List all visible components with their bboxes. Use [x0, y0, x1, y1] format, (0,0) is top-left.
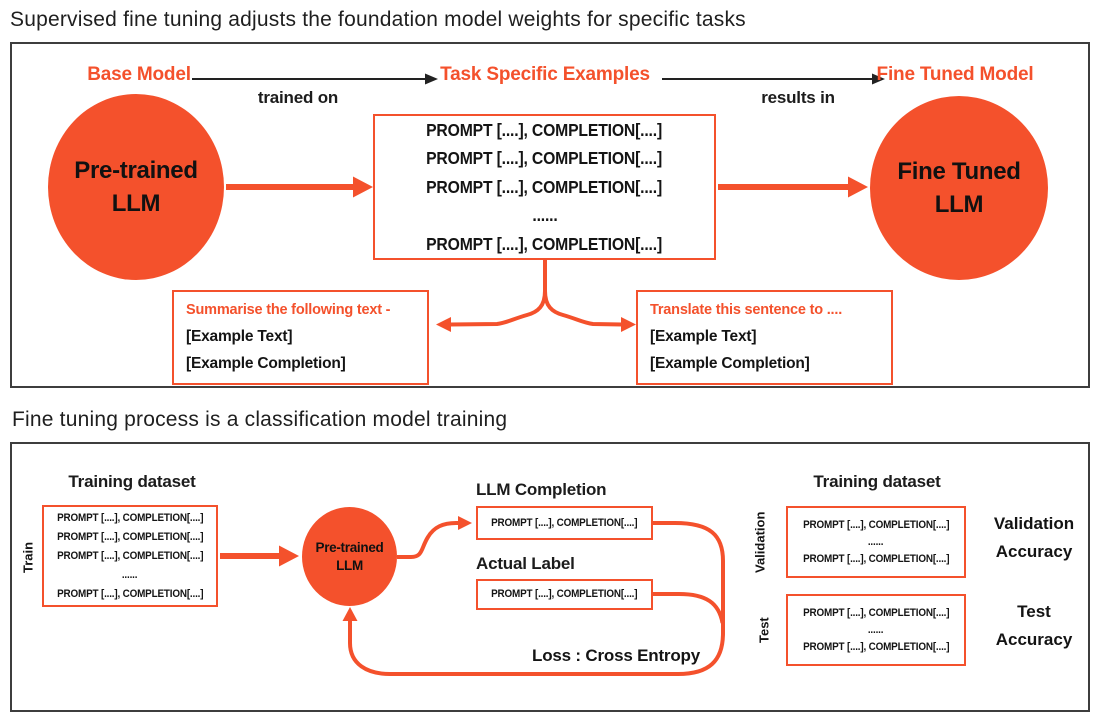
actual-label-join-connector — [653, 592, 725, 624]
example-text-line: [Example Text] — [650, 328, 757, 345]
llm-to-completion-connector — [397, 521, 460, 559]
accuracy-line: Accuracy — [995, 542, 1073, 561]
example-completion-line: [Example Completion] — [186, 355, 346, 372]
test-box: PROMPT [....], COMPLETION[....] ...... P… — [786, 594, 966, 666]
pretrained-llm-circle-small: Pre-trained LLM — [302, 507, 397, 606]
arrowhead-icon — [436, 317, 451, 332]
classification-diagram-panel: Training dataset Train PROMPT [....], CO… — [10, 442, 1090, 712]
prompt-completion-line: PROMPT [....], COMPLETION[....] — [426, 119, 663, 140]
arrowhead-icon — [848, 176, 868, 198]
top-section-title: Supervised fine tuning adjusts the found… — [10, 8, 746, 31]
arrowhead-icon — [458, 516, 472, 530]
pretrained-llm-circle: Pre-trained LLM — [48, 94, 224, 280]
prompt-completion-line: PROMPT [....], COMPLETION[....] — [491, 588, 638, 600]
train-dataset-box: PROMPT [....], COMPLETION[....] PROMPT [… — [42, 505, 218, 607]
prompt-completion-line: PROMPT [....], COMPLETION[....] — [426, 233, 663, 254]
trained-on-label: trained on — [257, 88, 339, 107]
test-accuracy-label: Test Accuracy — [959, 598, 1100, 654]
actual-label-box: PROMPT [....], COMPLETION[....] — [476, 579, 653, 610]
test-side-label: Test — [756, 617, 772, 643]
actual-label-heading: Actual Label — [476, 554, 575, 573]
ellipsis-line: ...... — [868, 536, 884, 548]
prompt-completion-line: PROMPT [....], COMPLETION[....] — [426, 176, 663, 197]
validation-side-label: Validation — [752, 511, 768, 573]
ellipsis-line: ...... — [122, 568, 138, 581]
prompt-completion-line: PROMPT [....], COMPLETION[....] — [56, 549, 204, 562]
prompt-completion-line: PROMPT [....], COMPLETION[....] — [802, 519, 950, 531]
circle-line: Pre-trained — [315, 539, 384, 555]
example-text-line: [Example Text] — [186, 328, 293, 345]
prompt-completion-line: PROMPT [....], COMPLETION[....] — [802, 553, 950, 565]
arrowhead-icon — [621, 317, 636, 332]
circle-line: Fine Tuned — [897, 158, 1021, 185]
summarise-title: Summarise the following text - — [186, 302, 391, 318]
prompt-completion-line: PROMPT [....], COMPLETION[....] — [802, 641, 950, 653]
fine-tuned-llm-circle: Fine Tuned LLM — [870, 96, 1048, 280]
prompt-completion-line: PROMPT [....], COMPLETION[....] — [491, 516, 638, 529]
prompt-completion-line: PROMPT [....], COMPLETION[....] — [426, 148, 663, 169]
arrowhead-icon — [279, 545, 299, 567]
task-specific-examples-label: Task Specific Examples — [440, 64, 650, 85]
prompt-completion-line: PROMPT [....], COMPLETION[....] — [56, 511, 204, 524]
circle-line: LLM — [934, 191, 984, 218]
validation-accuracy-label: Validation Accuracy — [959, 510, 1100, 566]
summarise-example-box: Summarise the following text - [Example … — [172, 290, 429, 385]
split-connector-right — [543, 290, 623, 327]
bottom-section-title: Fine tuning process is a classification … — [12, 408, 508, 431]
accuracy-line: Accuracy — [995, 630, 1073, 649]
example-completion-line: [Example Completion] — [650, 355, 810, 372]
task-examples-box: PROMPT [....], COMPLETION[....] PROMPT [… — [373, 114, 716, 260]
llm-completion-box: PROMPT [....], COMPLETION[....] — [476, 506, 653, 540]
train-side-label: Train — [20, 541, 36, 573]
prompt-completion-line: PROMPT [....], COMPLETION[....] — [802, 607, 950, 619]
base-model-label: Base Model — [87, 64, 191, 85]
llm-completion-heading: LLM Completion — [476, 480, 607, 499]
circle-line: Pre-trained — [74, 157, 198, 184]
prompt-completion-line: PROMPT [....], COMPLETION[....] — [56, 530, 204, 543]
circle-line: LLM — [111, 190, 161, 217]
translate-title: Translate this sentence to .... — [650, 302, 843, 318]
validation-box: PROMPT [....], COMPLETION[....] ...... P… — [786, 506, 966, 578]
accuracy-line: Validation — [993, 514, 1075, 533]
arrowhead-icon — [353, 176, 373, 198]
split-connector-left — [449, 260, 547, 327]
circle-line: LLM — [336, 557, 363, 573]
fine-tuned-model-label: Fine Tuned Model — [876, 64, 1034, 85]
ellipsis-line: ...... — [531, 205, 558, 226]
translate-example-box: Translate this sentence to .... [Example… — [636, 290, 893, 385]
ellipsis-line: ...... — [868, 624, 884, 636]
accuracy-line: Test — [1017, 602, 1051, 621]
loss-label: Loss : Cross Entropy — [532, 646, 700, 665]
results-in-label: results in — [761, 88, 835, 107]
prompt-completion-line: PROMPT [....], COMPLETION[....] — [56, 587, 204, 600]
eval-dataset-heading: Training dataset — [813, 472, 941, 491]
arrowhead-icon — [342, 607, 358, 621]
train-dataset-heading: Training dataset — [68, 472, 196, 491]
sft-diagram-panel: Base Model trained on Task Specific Exam… — [10, 42, 1090, 388]
